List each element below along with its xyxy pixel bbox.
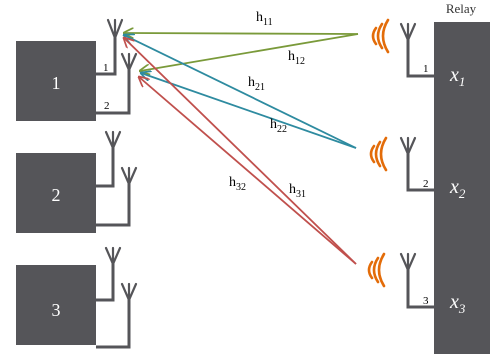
user-2-antenna-2-wire [96, 182, 131, 227]
user-3-antenna-2-wire [96, 298, 131, 349]
antenna-icon [399, 252, 417, 272]
antenna-icon [399, 136, 417, 156]
relay-signal-x1: x1 [449, 64, 465, 89]
channel-h11-label: h11 [256, 10, 273, 28]
user-2-antenna-1-wire [96, 146, 115, 188]
user-1-antenna-2-number: 2 [104, 100, 110, 112]
relay-signal-x3: x3 [449, 291, 466, 316]
channel-h21-label: h21 [248, 75, 265, 93]
user-3-label: 3 [52, 300, 61, 320]
relay-label: Relay [446, 1, 477, 16]
radio-waves-icon [371, 18, 390, 54]
relay-signal-x2: x2 [449, 176, 466, 201]
relay-box [434, 22, 490, 354]
radio-waves-icon [369, 136, 388, 172]
channel-h11-arrow [124, 33, 359, 34]
antenna-icon [120, 282, 138, 302]
relay-antenna-2-wire [406, 152, 434, 192]
antenna-icon [120, 52, 138, 72]
channel-h32-label: h32 [229, 175, 246, 193]
user-1-antenna-1-number: 1 [103, 62, 109, 74]
channel-h31-label: h31 [289, 182, 306, 200]
antenna-icon [106, 18, 124, 40]
user-1-antenna-2-wire [96, 68, 131, 115]
channel-h31-arrow [139, 77, 357, 265]
user-3-box [16, 265, 96, 345]
antenna-icon [120, 166, 138, 186]
radio-waves-icon [367, 252, 386, 288]
user-1-node: 1 [16, 41, 96, 121]
user-2-label: 2 [52, 185, 61, 205]
antenna-icon [104, 130, 122, 150]
user-1-antenna-1-wire [96, 36, 117, 76]
antenna-icon [399, 22, 417, 42]
relay-antenna-1-wire [406, 38, 434, 78]
user-1-box [16, 41, 96, 121]
channel-h12-arrow [140, 33, 359, 71]
channel-h21-arrow [124, 35, 357, 149]
user-2-box [16, 153, 96, 233]
antenna-icon [104, 246, 122, 266]
relay-antenna-3-number: 3 [423, 295, 429, 307]
channel-h12-label: h12 [288, 49, 305, 67]
channel-h22-arrow [141, 73, 357, 149]
relay-antenna-2-number: 2 [423, 178, 429, 190]
user-2-node: 2 [16, 153, 96, 233]
relay-antenna-1-number: 1 [423, 63, 429, 75]
relay-antenna-3-wire [406, 268, 434, 309]
user-1-label: 1 [52, 73, 61, 93]
channel-h32-arrow [124, 38, 357, 265]
user-3-node: 3 [16, 265, 96, 345]
user-3-antenna-1-wire [96, 262, 115, 302]
channel-h22-label: h22 [270, 117, 287, 135]
